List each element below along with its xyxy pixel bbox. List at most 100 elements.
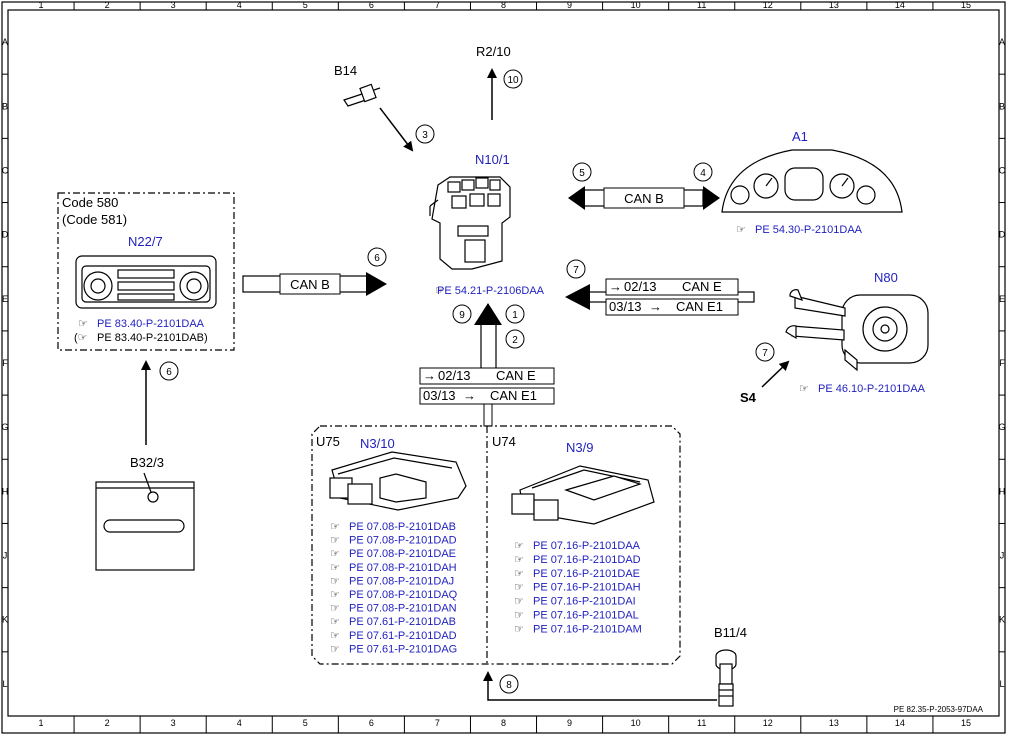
footer-reference: PE 82.35-P-2053-97DAA (894, 705, 984, 714)
ref-icon: ☞ (514, 554, 524, 566)
a1-ref[interactable]: PE 54.30-P-2101DAA (755, 224, 863, 236)
u75-ref-item[interactable]: PE 07.61-P-2101DAB (349, 616, 456, 628)
ref-icon-a1: ☞ (736, 224, 746, 236)
step-7-marker-b (755, 342, 775, 362)
r2-10-label: R2/10 (476, 44, 511, 59)
n80-row2-bus: CAN E1 (676, 299, 723, 314)
n80-ref[interactable]: PE 46.10-P-2101DAA (818, 383, 926, 395)
u74-ref-item[interactable]: PE 07.16-P-2101DAE (533, 568, 640, 580)
can-b-label-box-n22 (279, 273, 341, 295)
grid-row-label: C (2, 165, 9, 175)
step-8-marker (499, 674, 519, 694)
grid-column-label: 9 (567, 0, 572, 10)
n3-10-label: N3/10 (360, 436, 395, 451)
step-3-number: 3 (422, 130, 428, 141)
n80-row2-arrow: → (649, 299, 662, 314)
n3-9-label: N3/9 (566, 440, 593, 455)
grid-row-label: J (1000, 551, 1005, 561)
u75-refs: ☞ PE 07.08-P-2101DAB ☞ PE 07.08-P-2101DAD ☞ P… (330, 521, 458, 655)
step-6-number-b: 6 (166, 367, 172, 378)
grid-row-label: D (999, 230, 1006, 240)
grid-column-label: 8 (501, 0, 506, 10)
u74-ref-item[interactable]: PE 07.16-P-2101DAA (533, 540, 641, 552)
code-580-text: Code 580 (62, 195, 118, 210)
arrowhead-ecu-to-n10 (474, 303, 502, 325)
grid-row-label: K (2, 615, 8, 625)
ecu-can-e-box (419, 367, 555, 385)
u74-ref-item[interactable]: PE 07.16-P-2101DAD (533, 554, 641, 566)
b32-3-sensor-icon (95, 472, 195, 571)
u74-ref-item[interactable]: PE 07.16-P-2101DAI (533, 596, 636, 608)
grid-column-label: 11 (697, 0, 706, 10)
grid-column-label: 15 (961, 0, 971, 10)
u75-ref-item[interactable]: PE 07.08-P-2101DAJ (349, 575, 454, 587)
n10-1-ref[interactable]: PE 54.21-P-2106DAA (437, 285, 545, 297)
step-5-number: 5 (579, 168, 585, 179)
b11-4-label: B11/4 (714, 625, 747, 640)
step-10-marker (503, 69, 523, 89)
grid-column-label: 4 (237, 718, 242, 728)
grid-row-label: H (2, 486, 9, 496)
u74-ref-item[interactable]: PE 07.16-P-2101DAL (533, 610, 639, 622)
ref-icon: ☞ (330, 603, 340, 615)
ecu-row2-arrow: → (463, 388, 476, 403)
u74-ref-item[interactable]: PE 07.16-P-2101DAM (533, 623, 642, 635)
arrowhead-n22-to-n10 (366, 272, 387, 296)
u75-ref-item[interactable]: PE 07.08-P-2101DAD (349, 535, 457, 547)
step-4-number: 4 (700, 168, 706, 179)
ref-icon: ☞ (514, 582, 524, 594)
u75-ref-item[interactable]: PE 07.08-P-2101DAE (349, 548, 456, 560)
ref-icon: ☞ (514, 540, 524, 552)
ref-icon: ☞ (330, 575, 340, 587)
grid-column-label: 8 (501, 718, 506, 728)
ref-icon: ☞ (330, 548, 340, 560)
ref-icon: ☞ (330, 589, 340, 601)
ref-icon: ☞ (514, 568, 524, 580)
grid-column-label: 14 (895, 0, 905, 10)
n10-1-module-icon (429, 176, 511, 270)
u74-refs: ☞ PE 07.16-P-2101DAA ☞ PE 07.16-P-2101DAD ☞ P… (514, 540, 642, 635)
ref-icon: ☞ (514, 610, 524, 622)
grid-column-label: 15 (961, 718, 971, 728)
grid-row-label: E (999, 294, 1005, 304)
u75-ref-item[interactable]: PE 07.08-P-2101DAQ (349, 589, 458, 601)
n80-row1-bus: CAN E (682, 279, 722, 294)
can-b-text-a1: CAN B (624, 191, 664, 206)
u75-ref-item[interactable]: PE 07.61-P-2101DAG (349, 643, 457, 655)
ecu-group-box (311, 425, 681, 665)
can-b-text-n22: CAN B (290, 277, 330, 292)
grid-row-label: A (999, 37, 1005, 47)
n80-row1-code: 02/13 (624, 279, 657, 294)
n3-9-ecu-icon (511, 465, 655, 525)
step-7-marker-a (566, 259, 586, 279)
grid-row-label: K (999, 615, 1005, 625)
a1-label: A1 (792, 129, 808, 144)
ecu-row2-bus: CAN E1 (490, 388, 537, 403)
n22-7-ref-a[interactable]: PE 83.40-P-2101DAA (97, 318, 205, 330)
u75-ref-item[interactable]: PE 07.08-P-2101DAN (349, 603, 457, 615)
step-9-marker (452, 304, 472, 324)
u75-ref-item[interactable]: PE 07.08-P-2101DAB (349, 521, 456, 533)
grid-column-label: 3 (171, 0, 176, 10)
ref-icon-n22-a: ☞ (78, 318, 88, 330)
s4-label: S4 (740, 390, 757, 405)
u75-ref-item[interactable]: PE 07.61-P-2101DAD (349, 630, 457, 642)
grid-column-label: 2 (105, 0, 110, 10)
grid-row-label: L (999, 679, 1004, 689)
u75-ref-item[interactable]: PE 07.08-P-2101DAH (349, 562, 457, 574)
grid-row-label: A (2, 37, 8, 47)
step-6-marker-a (367, 247, 387, 267)
grid-column-label: 10 (631, 0, 641, 10)
grid-column-label: 6 (369, 718, 374, 728)
grid-row-label: L (2, 679, 7, 689)
u74-ref-item[interactable]: PE 07.16-P-2101DAH (533, 582, 641, 594)
ref-icon: ☞ (330, 630, 340, 642)
step-4-marker (693, 162, 713, 182)
n22-7-ref-b[interactable]: PE 83.40-P-2101DAB) (97, 332, 208, 344)
grid-row-label: F (999, 358, 1005, 368)
ref-icon: ☞ (330, 616, 340, 628)
can-b-label-box-a1 (603, 187, 685, 209)
ecu-row1-arrow: → (423, 368, 436, 383)
